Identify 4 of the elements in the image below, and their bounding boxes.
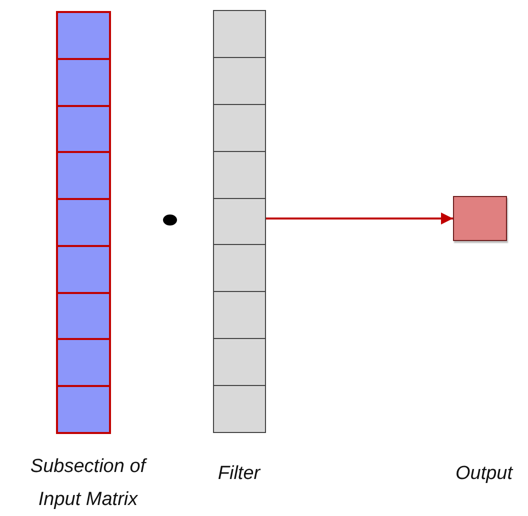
output-label: Output [454, 462, 514, 486]
arrow [266, 212, 453, 224]
node-label: Filter [216, 462, 262, 486]
node-label: Subsection of Input Matrix [29, 455, 148, 512]
